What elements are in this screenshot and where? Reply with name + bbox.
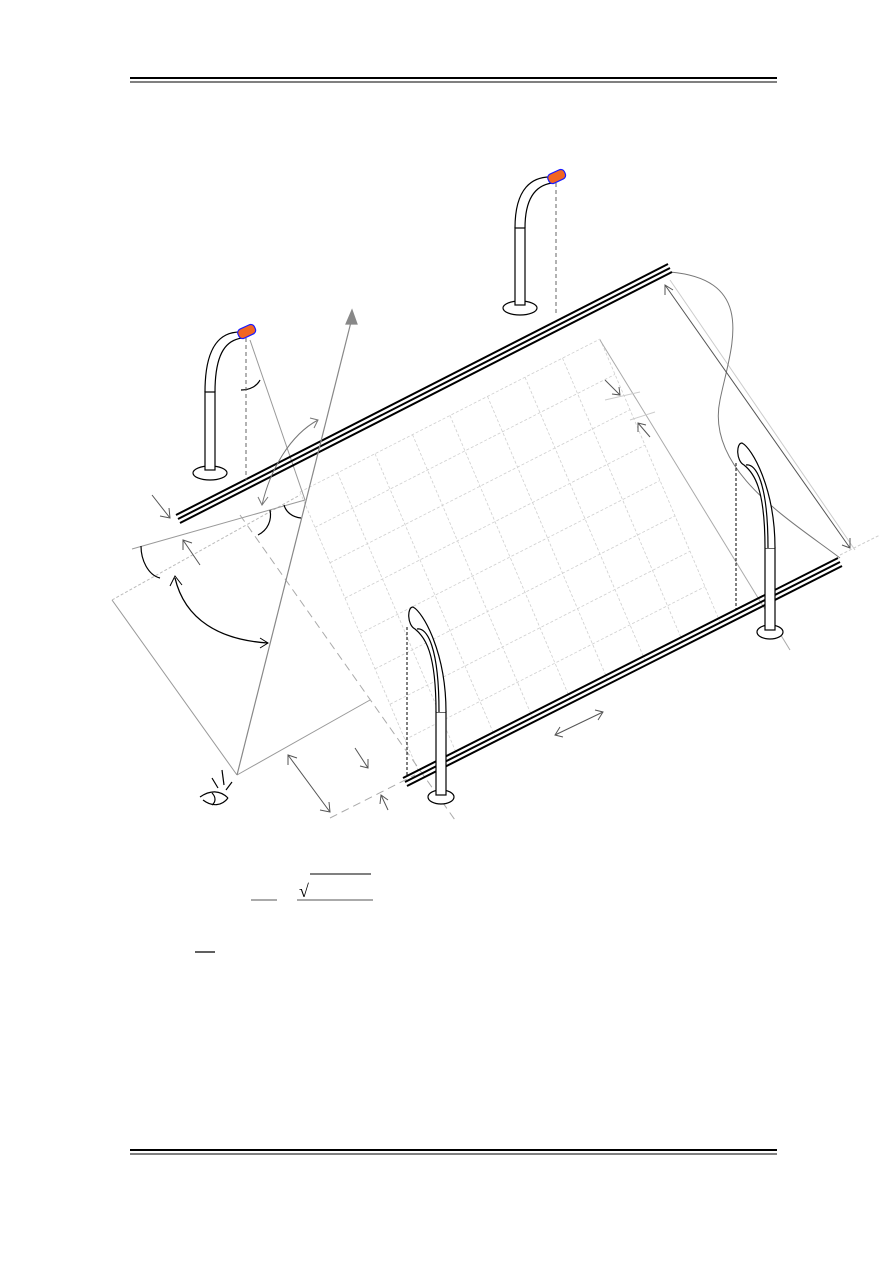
grid-line <box>374 453 496 737</box>
grid-line <box>562 357 683 642</box>
footer-rule <box>130 1149 777 1155</box>
grid-line <box>344 444 646 599</box>
grid-line <box>314 374 616 528</box>
header-rule <box>130 77 777 83</box>
sqrt-symbol: √ <box>299 881 309 901</box>
grid-line <box>412 434 533 718</box>
grid-line <box>487 396 608 680</box>
grid-line <box>449 415 571 699</box>
grid-line <box>599 338 721 623</box>
angle-arcs <box>140 379 302 579</box>
grid-line <box>359 480 661 634</box>
far-curb <box>402 557 843 787</box>
lamp-head <box>237 323 257 340</box>
grid-line <box>329 409 631 564</box>
lamp-head <box>547 168 567 185</box>
street-lamp-3 <box>406 606 455 805</box>
grid-line <box>299 491 421 776</box>
grid-line <box>374 515 676 670</box>
dimension-arrows <box>151 284 851 813</box>
street-lamp-4 <box>735 442 784 640</box>
sight-line <box>236 308 358 776</box>
near-curb <box>175 263 673 524</box>
street-lamp-2 <box>502 168 567 316</box>
street-lamp-1 <box>192 323 257 481</box>
grid-line <box>524 377 646 661</box>
construction-lines <box>111 271 881 821</box>
grid-line <box>404 586 706 740</box>
observer-eye-icon <box>199 769 233 806</box>
road-grid <box>299 338 721 776</box>
formula: √ <box>195 873 373 953</box>
grid-line <box>299 338 601 493</box>
